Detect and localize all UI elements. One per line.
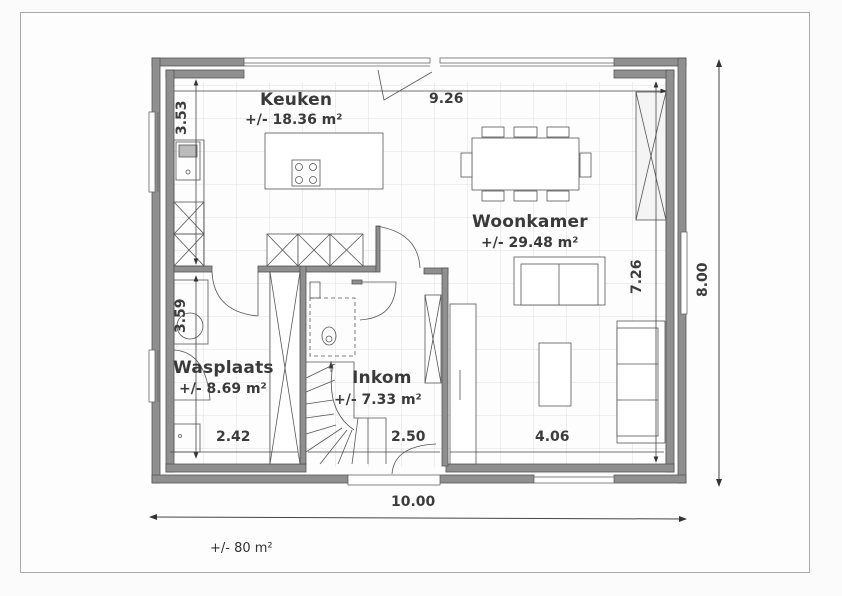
inkom-cabinet: [424, 294, 442, 384]
room-name-woonkamer: Woonkamer: [472, 212, 588, 232]
dim-inkom-width: 2.50: [391, 429, 426, 445]
kitchen-island: [264, 132, 384, 190]
staircase: [305, 360, 387, 465]
room-area-inkom: +/- 7.33 m²: [334, 392, 422, 408]
dim-living-depth: 7.26: [629, 259, 645, 294]
room-name-keuken: Keuken: [260, 90, 333, 110]
coffee-table: [538, 342, 572, 407]
room-area-woonkamer: +/- 29.48 m²: [481, 235, 579, 251]
wasplaats-storage: [269, 271, 301, 465]
total-area: +/- 80 m²: [210, 541, 273, 556]
room-name-wasplaats: Wasplaats: [173, 358, 274, 378]
kitchen-cabinets-lower: [266, 233, 364, 267]
toilet: [309, 281, 356, 357]
windows: [148, 57, 688, 486]
room-area-wasplaats: +/- 8.69 m²: [179, 381, 267, 397]
dim-wasplaats-width: 2.42: [216, 429, 251, 445]
overall-dimension-lines: [149, 59, 722, 522]
dining-table: [460, 126, 592, 202]
tall-cabinet-right: [635, 91, 667, 221]
room-area-keuken: +/- 18.36 m²: [245, 112, 343, 128]
dim-overall-depth: 8.00: [695, 262, 711, 297]
dim-wasplaats-depth: 3.59: [173, 298, 189, 333]
door-swings: [173, 69, 437, 475]
dimension-lines: [170, 79, 667, 463]
dim-living-width: 9.26: [429, 91, 464, 107]
dim-kitchen-depth: 3.53: [174, 100, 190, 135]
sofa-top: [513, 256, 606, 306]
dim-overall-width: 10.00: [391, 494, 436, 510]
hall-wardrobe: [449, 303, 477, 465]
room-name-inkom: Inkom: [352, 368, 412, 388]
dim-living-front-width: 4.06: [535, 429, 570, 445]
kitchen-counter: [173, 139, 205, 267]
sofa-right: [616, 320, 666, 444]
